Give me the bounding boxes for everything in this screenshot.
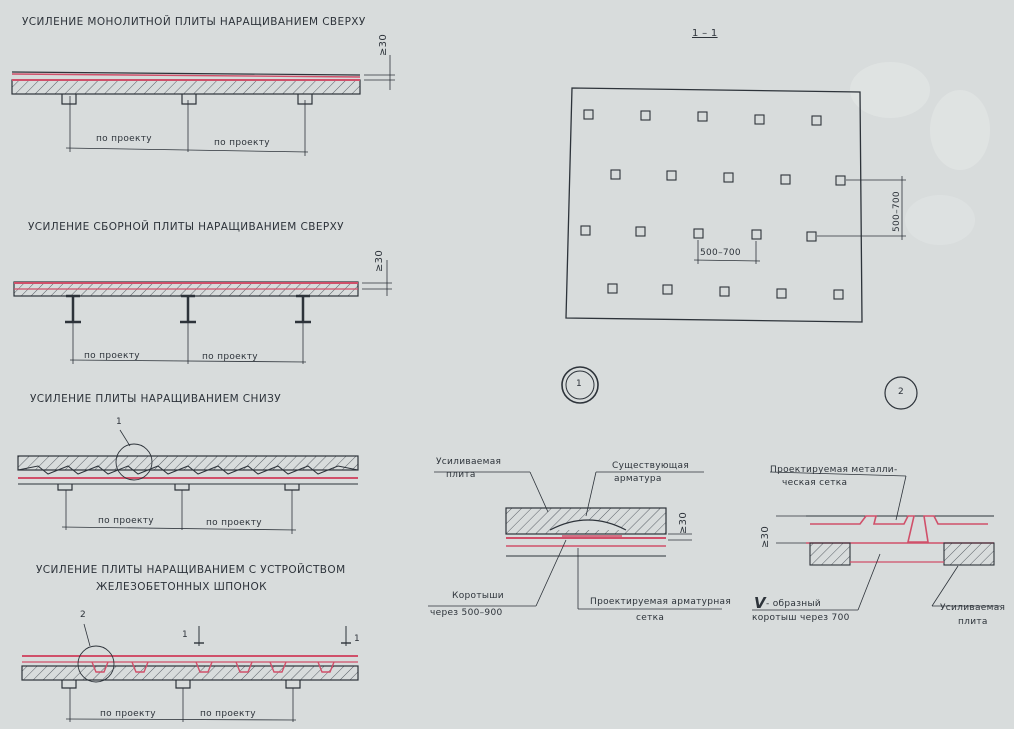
diagram-2-dim-left: по проекту [84, 351, 140, 361]
diagram-4-dim-right: по проекту [200, 709, 256, 719]
diagram-3-title: УСИЛЕНИЕ ПЛИТЫ НАРАЩИВАНИЕМ СНИЗУ [30, 393, 282, 405]
diagram-2-dim-right: по проекту [202, 352, 258, 362]
diagram-4-callout: 2 [80, 610, 87, 620]
diagram-3-dim-left: по проекту [98, 516, 154, 526]
diagram-monolithic-slab [11, 55, 395, 156]
detail-2-label-mesh-line2: ческая сетка [782, 478, 848, 488]
detail-2-label-v-line2: коротыш через 700 [752, 613, 850, 623]
section-label: 1 – 1 [692, 28, 718, 39]
diagram-1-dim-left: по проекту [96, 134, 152, 144]
detail-1-label-existing-line2: арматура [614, 474, 662, 484]
detail-1-label-short-line1: Коротыши [452, 591, 504, 601]
detail-2-drawing [752, 471, 1000, 611]
diagram-4-dim-left: по проекту [100, 709, 156, 719]
detail-1-label-slab-line2: плита [446, 470, 476, 480]
diagram-4-section-mark-left: 1 [182, 630, 189, 640]
section-plan [565, 87, 906, 323]
detail-2-label-mesh-line1: Проектируемая металли- [770, 465, 898, 475]
diagram-1-dim-right: по проекту [214, 138, 270, 148]
detail-1-label-slab-line1: Усиливаемая [436, 457, 502, 467]
detail-marker-2 [884, 376, 918, 410]
detail-1-drawing [428, 471, 722, 610]
section-dim-vertical: 500–700 [892, 191, 902, 232]
detail-2-label-v-prefix: V [754, 594, 766, 612]
detail-2-label-slab-line2: плита [958, 617, 988, 627]
diagram-1-thickness: ≥30 [378, 33, 389, 56]
diagram-3-dim-right: по проекту [206, 518, 262, 528]
diagram-prefab-slab [13, 260, 392, 364]
diagram-4-section-mark-right: 1 [354, 634, 361, 644]
diagram-4-title-line2: ЖЕЛЕЗОБЕТОННЫХ ШПОНОК [96, 581, 267, 593]
detail-1-marker-number: 1 [576, 379, 583, 389]
detail-2-label-slab-line1: Усиливаемая [940, 603, 1006, 613]
diagram-3-callout: 1 [116, 417, 123, 427]
detail-1-label-mesh-line2: сетка [636, 613, 665, 623]
diagram-2-title: УСИЛЕНИЕ СБОРНОЙ ПЛИТЫ НАРАЩИВАНИЕМ СВЕР… [28, 221, 344, 233]
section-dim-horizontal: 500–700 [700, 248, 741, 258]
diagram-4-title-line1: УСИЛЕНИЕ ПЛИТЫ НАРАЩИВАНИЕМ С УСТРОЙСТВО… [36, 564, 346, 576]
detail-1-thickness: ≥30 [678, 511, 689, 534]
diagram-2-thickness: ≥30 [374, 249, 385, 272]
detail-1-label-existing-line1: Существующая [612, 461, 690, 471]
detail-1-label-mesh-line1: Проектируемая арматурная [590, 597, 732, 607]
detail-2-marker-number: 2 [898, 387, 905, 397]
detail-2-label-v-line1: - образный [766, 599, 822, 609]
detail-1-label-short-line2: через 500–900 [430, 608, 503, 618]
detail-marker-1 [561, 366, 599, 404]
diagram-1-title: УСИЛЕНИЕ МОНОЛИТНОЙ ПЛИТЫ НАРАЩИВАНИЕМ С… [22, 16, 366, 28]
diagram-slab-from-below [17, 429, 359, 534]
paper-stains [850, 62, 990, 245]
diagram-slab-with-keys [21, 623, 359, 722]
detail-2-thickness: ≥30 [760, 525, 771, 548]
